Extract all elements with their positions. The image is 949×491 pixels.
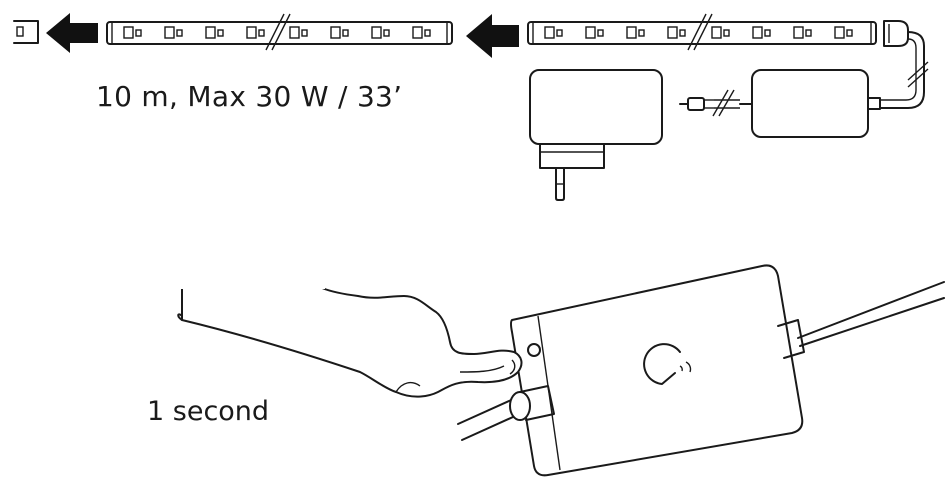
controller-box-large bbox=[457, 264, 945, 477]
strip-end-stub bbox=[13, 20, 39, 44]
controller-logo-icon bbox=[643, 343, 692, 385]
press-duration-label: 1 second bbox=[147, 396, 270, 427]
barrel-plug bbox=[679, 97, 714, 111]
controller-box-small bbox=[714, 69, 881, 138]
cable-break-mark bbox=[712, 89, 735, 117]
led-strip-segment-1 bbox=[106, 13, 453, 51]
cut-break-mark bbox=[265, 13, 291, 51]
connector-cable bbox=[879, 31, 925, 109]
arrow-left-icon bbox=[46, 13, 98, 53]
strip-connector bbox=[883, 20, 909, 47]
cable-break-mark bbox=[907, 61, 929, 88]
hand-illustration bbox=[177, 270, 523, 398]
power-adapter bbox=[529, 69, 663, 201]
strip-spec-label: 10 m, Max 30 W / 33’ bbox=[96, 80, 403, 113]
led-chips bbox=[544, 26, 853, 39]
cut-break-mark bbox=[687, 13, 713, 51]
connector-cable-inner bbox=[880, 38, 917, 101]
arrow-left-icon bbox=[466, 14, 519, 58]
led-chips bbox=[123, 26, 431, 39]
led-strip-segment-2 bbox=[527, 13, 877, 51]
reset-button[interactable] bbox=[527, 343, 541, 357]
